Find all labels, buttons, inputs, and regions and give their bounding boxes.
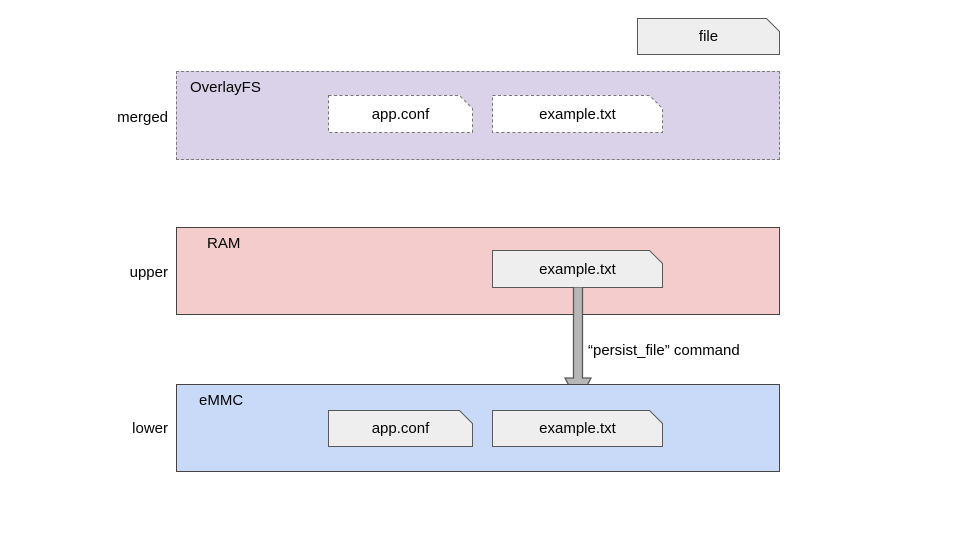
layer-lower-emmc: eMMC app.conf example.txt (176, 384, 780, 472)
legend-file-shape: file (637, 18, 780, 55)
file-shape-icon (637, 18, 780, 55)
file-example-txt-merged: example.txt (492, 95, 663, 133)
file-label: example.txt (539, 420, 616, 437)
layer-title-ram: RAM (207, 235, 241, 252)
file-shape-icon (492, 250, 663, 288)
layer-merged-overlayfs: OverlayFS app.conf example.txt (176, 71, 780, 160)
legend-file-label: file (698, 28, 719, 45)
file-label: app.conf (371, 420, 430, 437)
file-app-conf-merged: app.conf (328, 95, 473, 133)
layer-upper-ram: RAM example.txt (176, 227, 780, 315)
file-example-txt-lower: example.txt (492, 410, 663, 447)
file-shape-icon (492, 95, 663, 133)
file-label: example.txt (539, 260, 616, 278)
layer-title-emmc: eMMC (199, 392, 244, 409)
file-shape-icon (492, 410, 663, 447)
file-app-conf-lower: app.conf (328, 410, 473, 447)
persist-command-label: “persist_file” command (588, 342, 740, 359)
file-label: app.conf (371, 105, 430, 123)
side-label-upper: upper (129, 264, 168, 281)
file-shape-icon (328, 410, 473, 447)
side-label-merged: merged (117, 109, 168, 126)
layer-title-overlayfs: OverlayFS (190, 79, 261, 96)
file-label: example.txt (539, 105, 616, 123)
file-example-txt-upper: example.txt (492, 250, 663, 288)
file-shape-icon (328, 95, 473, 133)
side-label-lower: lower (132, 420, 168, 437)
